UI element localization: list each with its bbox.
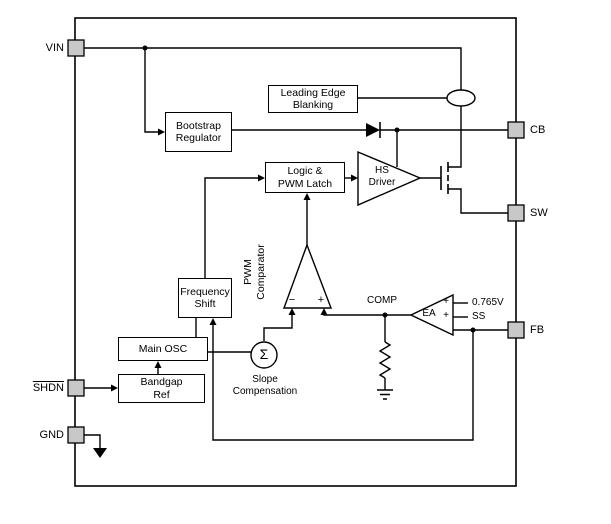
ea-plus-top: + (443, 296, 449, 307)
error-amp-triangle (409, 293, 454, 337)
pin-label-vin: VIN (45, 42, 64, 54)
wire-source-to-sw (448, 188, 508, 214)
pin-label-shdn: SHDN (32, 382, 64, 394)
soft-start-label: SS (472, 311, 486, 322)
arrow-into-logic-left (258, 174, 265, 182)
arrow-into-comparator-minus (288, 308, 296, 315)
arrow-into-main-osc (154, 361, 162, 368)
wire-vin-rail (84, 47, 462, 90)
block-bandgap-ref: Bandgap Ref (118, 374, 205, 403)
pin-sw (507, 204, 525, 222)
pin-label-fb: FB (530, 324, 545, 336)
block-logic-pwm-latch: Logic & PWM Latch (265, 162, 345, 193)
ic-boundary (74, 17, 517, 487)
pin-cb (507, 121, 525, 139)
arrow-into-logic-bottom (303, 193, 311, 200)
block-main-osc: Main OSC (118, 337, 208, 361)
block-bootstrap-regulator: Bootstrap Regulator (165, 112, 232, 152)
pin-label-cb: CB (530, 124, 546, 136)
hs-driver-triangle (357, 150, 422, 207)
arrow-into-bootstrap (158, 128, 165, 136)
wire-fb-to-freqshift (212, 324, 474, 441)
arrow-into-hs-driver (351, 174, 358, 182)
hs-driver-label: HS Driver (368, 165, 396, 188)
wire-vin-to-bootstrap (144, 48, 158, 133)
current-sense-ellipse (446, 89, 476, 107)
mosfet-symbol (440, 162, 449, 194)
sigma-symbol: Σ (259, 346, 269, 362)
arrowheads (93, 128, 358, 458)
pwm-comparator-triangle (282, 242, 333, 309)
wire-gnd (84, 434, 101, 448)
block-leading-edge-blanking: Leading Edge Blanking (268, 85, 358, 113)
wire-sense-to-drain (448, 106, 462, 168)
arrow-into-freq-shift (209, 318, 217, 325)
reference-voltage-label: 0.765V (472, 297, 504, 308)
ground-symbol-comp (377, 389, 393, 400)
pin-gnd (67, 426, 85, 444)
pin-pads (67, 39, 525, 444)
arrow-into-bandgap (111, 384, 118, 392)
pwm-comparator-label: PWM Comparator (242, 244, 267, 300)
resistor-symbol (378, 341, 392, 379)
pin-vin (67, 39, 85, 57)
diode-symbol (366, 122, 381, 138)
pin-fb (507, 321, 525, 339)
block-frequency-shift: Frequency Shift (178, 278, 232, 318)
comp-node-label: COMP (367, 295, 397, 306)
sigma-circle (250, 341, 278, 369)
comparator-plus-sign: + (317, 294, 325, 306)
arrow-into-comparator-plus (320, 308, 328, 315)
slope-compensation-label: Slope Compensation (232, 374, 298, 397)
pin-shdn (67, 379, 85, 397)
wire-sigma-to-comparator (263, 313, 293, 341)
wire-freqshift-to-logic (204, 177, 259, 278)
ground-symbol-pin (93, 448, 107, 458)
pin-label-gnd: GND (39, 429, 64, 441)
comparator-minus-sign: − (288, 294, 296, 306)
wire-comp-node (323, 313, 411, 316)
error-amp-label: EA (422, 308, 436, 319)
pin-label-sw: SW (530, 207, 548, 219)
junction-dots (142, 45, 476, 333)
ea-plus-bottom: + (443, 310, 449, 321)
